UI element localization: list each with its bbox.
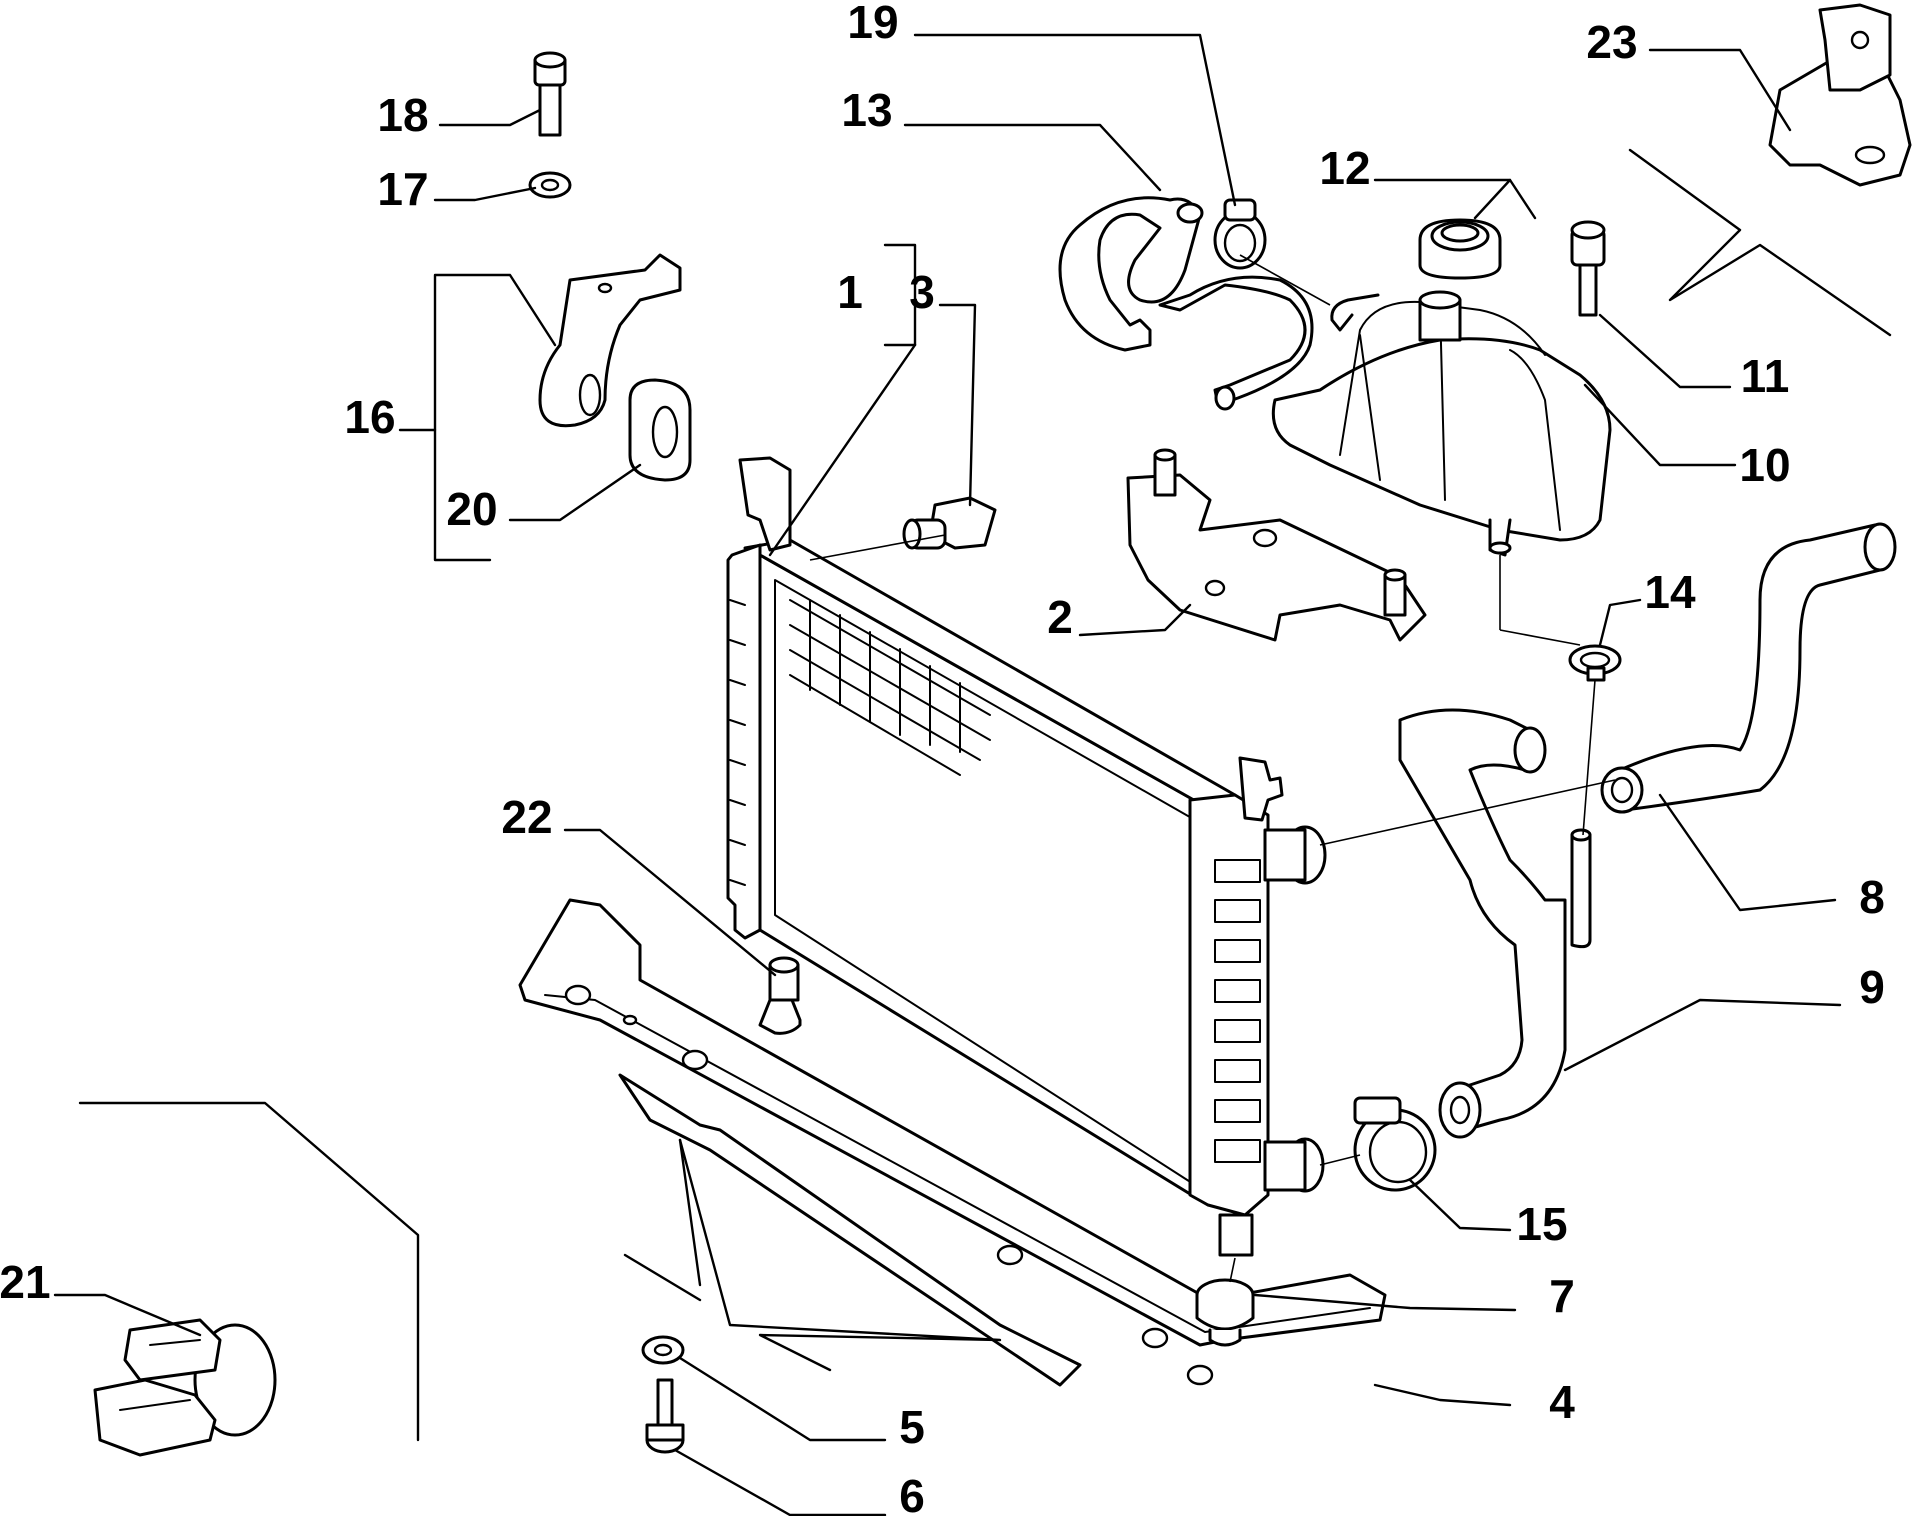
callout-16: 16	[344, 391, 395, 443]
callout-20: 20	[446, 483, 497, 535]
washer-17-part	[528, 171, 572, 199]
callout-23: 23	[1586, 16, 1637, 68]
callout-1: 1	[837, 266, 863, 318]
radiator-part	[726, 456, 1327, 1257]
callout-12: 12	[1319, 142, 1370, 194]
screw-part	[645, 1378, 685, 1454]
callout-18: 18	[377, 89, 428, 141]
bolt-18-part	[533, 51, 567, 137]
radiator-fins	[789, 599, 991, 776]
washer-part	[641, 1335, 685, 1365]
assembly-lines	[809, 254, 1616, 1283]
callout-7: 7	[1549, 1270, 1575, 1322]
temperature-sensor-part	[902, 496, 997, 550]
callout-14: 14	[1644, 566, 1696, 618]
callout-22: 22	[501, 791, 552, 843]
tank-screw-part	[1570, 220, 1606, 317]
callout-10: 10	[1739, 439, 1790, 491]
clamp-15-part	[1353, 1096, 1437, 1192]
callout-labels: 1 2 3 4 5 6 7 8 9 10 11 12 13 14 15 16 1…	[0, 0, 1885, 1516]
callout-13: 13	[841, 84, 892, 136]
callout-17: 17	[377, 163, 428, 215]
bracket-part	[1126, 448, 1427, 642]
callout-9: 9	[1859, 961, 1885, 1013]
callout-5: 5	[899, 1401, 925, 1453]
callout-8: 8	[1859, 871, 1885, 923]
bush-22-part	[758, 956, 802, 1035]
callout-11: 11	[1741, 350, 1790, 402]
callout-15: 15	[1516, 1198, 1567, 1250]
section-cut-lines	[78, 148, 1892, 1442]
upper-hose-part	[1600, 522, 1897, 814]
clip-21-part	[93, 1318, 277, 1457]
clip-19-part	[1213, 198, 1267, 270]
overflow-hose-part	[1058, 196, 1314, 411]
support-16-part	[538, 253, 682, 428]
callout-21: 21	[0, 1256, 51, 1308]
tank-cap-part	[1418, 218, 1502, 280]
rubber-pad-part	[628, 378, 692, 482]
callout-6: 6	[899, 1470, 925, 1516]
lower-crossmember-part	[518, 898, 1387, 1387]
callout-19: 19	[847, 0, 898, 48]
leader-lines	[53, 33, 1842, 1516]
callout-4: 4	[1549, 1376, 1575, 1428]
grommet-part	[1195, 1278, 1255, 1347]
callout-3: 3	[909, 266, 935, 318]
clamp-14-part	[1568, 644, 1622, 682]
lower-hose-part	[1398, 708, 1592, 1139]
bracket-23-part	[1768, 3, 1912, 187]
callout-2: 2	[1047, 591, 1073, 643]
expansion-tank-part	[1271, 290, 1612, 557]
